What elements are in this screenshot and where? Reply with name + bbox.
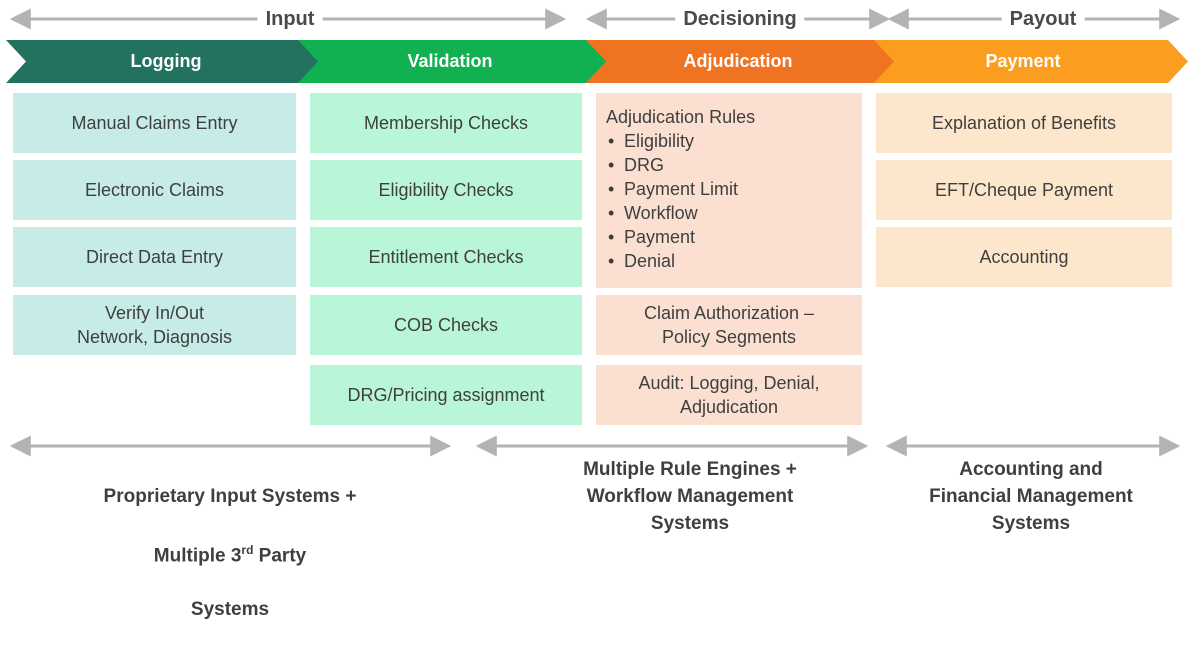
adjudication-rules-title: Adjudication Rules — [606, 107, 756, 127]
validation-item-text: Entitlement Checks — [368, 247, 524, 267]
phase-input-label: Input — [257, 6, 323, 32]
logging-item: Direct Data Entry — [13, 227, 296, 287]
validation-item: Entitlement Checks — [310, 227, 582, 287]
logging-item-text: Electronic Claims — [84, 180, 225, 200]
stage-adjudication-label: Adjudication — [683, 51, 793, 71]
logging-item: Verify In/Out Network, Diagnosis — [13, 295, 296, 355]
decisioning-systems-label: Multiple Rule Engines + Workflow Managem… — [583, 459, 797, 534]
rule-item: Denial — [608, 249, 738, 273]
logging-item: Electronic Claims — [13, 160, 296, 220]
validation-item: Membership Checks — [310, 93, 582, 153]
rule-item: Eligibility — [608, 129, 738, 153]
validation-item: DRG/Pricing assignment — [310, 365, 582, 425]
logging-item: Manual Claims Entry — [13, 93, 296, 153]
adjudication-rules-list: Eligibility DRG Payment Limit Workflow P… — [606, 129, 738, 273]
payment-item-text: Explanation of Benefits — [931, 113, 1117, 133]
adjudication-item-text: Audit: Logging, Denial, Adjudication — [638, 373, 820, 417]
validation-item: COB Checks — [310, 295, 582, 355]
input-systems-line: Systems — [190, 599, 270, 621]
adjudication-item: Claim Authorization – Policy Segments — [596, 295, 862, 355]
superscript-text: rd — [241, 543, 254, 557]
stage-validation-label: Validation — [407, 51, 493, 71]
payment-item-text: EFT/Cheque Payment — [934, 180, 1114, 200]
adjudication-rules-box: Adjudication Rules Eligibility DRG Payme… — [596, 93, 862, 288]
validation-item-text: Membership Checks — [363, 113, 529, 133]
rule-item: Payment — [608, 225, 738, 249]
phase-payout-label: Payout — [1001, 6, 1085, 32]
payment-item: EFT/Cheque Payment — [876, 160, 1172, 220]
validation-item-text: DRG/Pricing assignment — [347, 385, 545, 405]
input-systems-line: Multiple 3rd Party — [30, 537, 430, 569]
stage-payment-label: Payment — [985, 51, 1061, 71]
payout-systems-label: Accounting and Financial Management Syst… — [929, 459, 1133, 534]
input-systems-text: Party — [253, 545, 307, 567]
stage-validation-chevron: Validation — [294, 40, 606, 83]
logging-item-text: Direct Data Entry — [85, 247, 224, 267]
stage-logging-label: Logging — [130, 51, 202, 71]
validation-item-text: COB Checks — [393, 315, 499, 335]
input-systems-line: Proprietary Input Systems + — [103, 486, 357, 507]
stage-logging-chevron: Logging — [6, 40, 318, 83]
rule-item: Payment Limit — [608, 177, 738, 201]
rule-item: Workflow — [608, 201, 738, 225]
stage-adjudication-chevron: Adjudication — [582, 40, 894, 83]
validation-item: Eligibility Checks — [310, 160, 582, 220]
validation-item-text: Eligibility Checks — [378, 180, 514, 200]
phase-decisioning-label: Decisioning — [675, 6, 805, 32]
rule-item: DRG — [608, 153, 738, 177]
payment-item-text: Accounting — [979, 247, 1069, 267]
payment-item: Accounting — [876, 227, 1172, 287]
adjudication-item-text: Claim Authorization – Policy Segments — [643, 303, 815, 347]
input-systems-text: Multiple 3 — [153, 545, 242, 567]
logging-item-text: Verify In/Out Network, Diagnosis — [76, 303, 233, 347]
logging-item-text: Manual Claims Entry — [71, 113, 238, 133]
adjudication-item: Audit: Logging, Denial, Adjudication — [596, 365, 862, 425]
stage-payment-chevron: Payment — [870, 40, 1188, 83]
payment-item: Explanation of Benefits — [876, 93, 1172, 153]
input-systems-label: Proprietary Input Systems + Multiple 3rd… — [30, 456, 430, 650]
